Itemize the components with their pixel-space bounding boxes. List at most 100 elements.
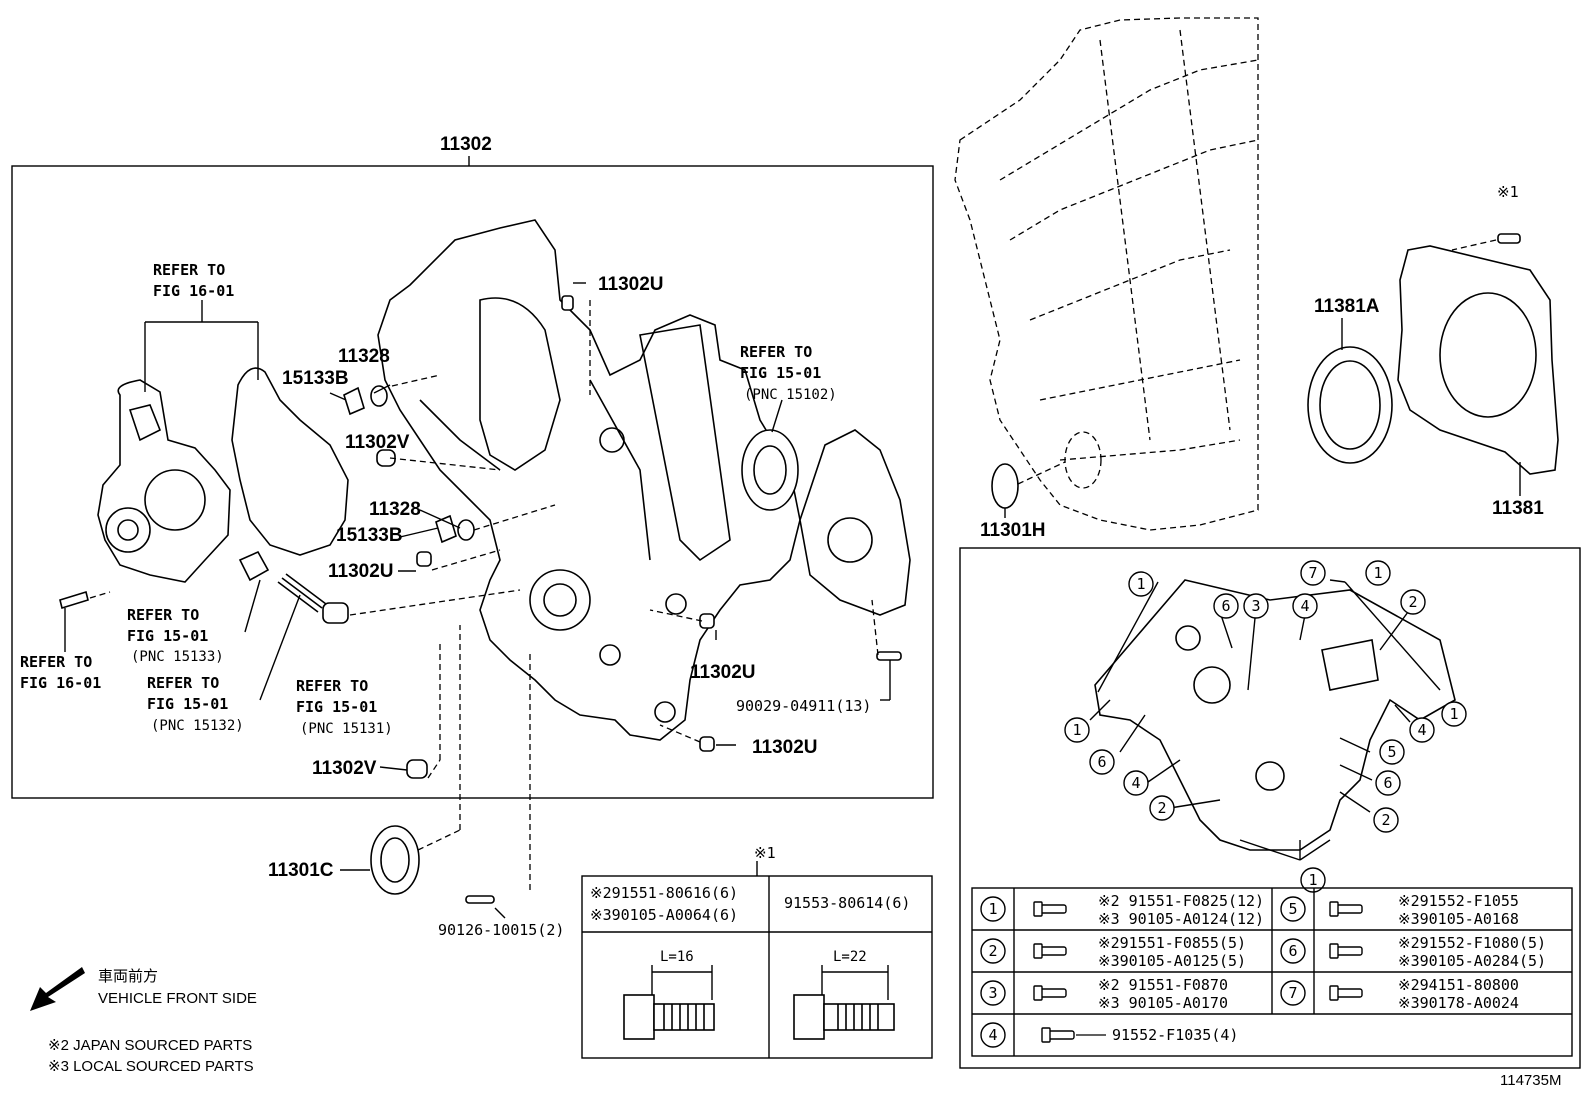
key-bolt-icon: [1047, 1030, 1075, 1040]
bolt-x1: [1497, 233, 1521, 244]
key-part-a[interactable]: ※291552-F1080(5): [1398, 934, 1546, 952]
callout-6: [1375, 770, 1401, 796]
label-11381[interactable]: 11381: [1492, 498, 1544, 519]
engine-block-outline: [954, 17, 1259, 531]
label-11328-mid[interactable]: 11328: [369, 499, 421, 520]
callout-2: [1149, 795, 1175, 821]
cover-outline-small: [1094, 579, 1456, 851]
key-circle-7: [1280, 980, 1306, 1006]
label-15133b-mid[interactable]: 15133B: [336, 525, 403, 546]
key-bolt-icon: [1039, 904, 1067, 914]
key-part-a[interactable]: ※2 91551-F0870: [1098, 976, 1228, 994]
refer-oil-pump-pnc: (PNC 15102): [744, 387, 837, 403]
refer-water-pump-line2[interactable]: FIG 16-01: [153, 282, 234, 300]
refer-15132-line2[interactable]: FIG 15-01: [147, 695, 228, 713]
refer-bolt-line1[interactable]: REFER TO: [20, 653, 92, 671]
key-bolt-icon: [1039, 988, 1067, 998]
label-11302[interactable]: 11302: [440, 134, 492, 155]
label-11302v-top[interactable]: 11302V: [345, 432, 410, 453]
key-part-a[interactable]: 91552-F1035(4): [1112, 1026, 1238, 1044]
assembly-frame: [11, 165, 934, 799]
label-11302u-mid[interactable]: 11302U: [328, 561, 394, 582]
bolt-col2[interactable]: 91553-80614(6): [784, 894, 910, 912]
callout-number: 7: [1308, 564, 1317, 582]
refer-15133-line2[interactable]: FIG 15-01: [127, 627, 208, 645]
key-part-a[interactable]: ※2 91551-F0825(12): [1098, 892, 1264, 910]
callout-number: 2: [1157, 799, 1166, 817]
refer-15132-line1[interactable]: REFER TO: [147, 674, 219, 692]
callout-1: [1441, 701, 1467, 727]
key-part-b[interactable]: ※3 90105-A0124(12): [1098, 910, 1264, 928]
key-bolt-head: [1329, 943, 1339, 959]
label-11302v-bottom[interactable]: 11302V: [312, 758, 377, 779]
label-11301h[interactable]: 11301H: [980, 520, 1046, 541]
callout-number: 3: [1251, 597, 1260, 615]
label-11302u-right[interactable]: 11302U: [690, 662, 756, 683]
label-11328-top[interactable]: 11328: [338, 346, 390, 367]
key-bolt-head: [1329, 985, 1339, 1001]
callout-number: 2: [1381, 811, 1390, 829]
callout-number: 4: [1300, 597, 1309, 615]
key-part-b[interactable]: ※3 90105-A0170: [1098, 994, 1228, 1012]
key-circle-4: [980, 1022, 1006, 1048]
refer-15131-pnc: (PNC 15131): [300, 721, 393, 737]
callout-number: 6: [1097, 753, 1106, 771]
leader-lines: [64, 282, 891, 919]
key-number: 2: [988, 942, 997, 960]
key-part-b[interactable]: ※390105-A0125(5): [1098, 952, 1246, 970]
key-bolt-head: [1033, 901, 1043, 917]
callout-4: [1123, 770, 1149, 796]
label-90126-10015[interactable]: 90126-10015(2): [438, 921, 564, 939]
bolt-col1-b[interactable]: ※390105-A0064(6): [590, 906, 738, 924]
bolt-col1-a[interactable]: ※291551-80616(6): [590, 884, 738, 902]
callout-7: [1300, 560, 1326, 586]
refer-bolt-line2[interactable]: FIG 16-01: [20, 674, 101, 692]
callout-4: [1409, 717, 1435, 743]
mark-x1-top: ※1: [1497, 183, 1519, 201]
refer-15133-line1[interactable]: REFER TO: [127, 606, 199, 624]
callout-1: [1365, 560, 1391, 586]
callout-lines: [1089, 579, 1441, 861]
key-part-b[interactable]: ※390105-A0168: [1398, 910, 1519, 928]
key-part-b[interactable]: ※390178-A0024: [1398, 994, 1519, 1012]
key-circle-6: [1280, 938, 1306, 964]
water-pump-gasket: [231, 367, 349, 556]
key-part-a[interactable]: ※291552-F1055: [1398, 892, 1519, 910]
callout-number: 1: [1308, 871, 1317, 889]
bolt-length-16: L=16: [660, 949, 694, 965]
refer-15133-pnc: (PNC 15133): [131, 649, 224, 665]
callout-number: 2: [1408, 593, 1417, 611]
refer-water-pump-line1[interactable]: REFER TO: [153, 261, 225, 279]
label-11301c[interactable]: 11301C: [268, 860, 334, 881]
bolt-key-table: [971, 887, 1573, 1057]
label-11381a[interactable]: 11381A: [1314, 296, 1380, 317]
refer-oil-pump-line1[interactable]: REFER TO: [740, 343, 812, 361]
key-part-a[interactable]: ※291551-F0855(5): [1098, 934, 1246, 952]
refer-15131-line1[interactable]: REFER TO: [296, 677, 368, 695]
key-number: 7: [1288, 984, 1297, 1002]
key-part-b[interactable]: ※390105-A0284(5): [1398, 952, 1546, 970]
timing-chain-cover: [377, 219, 801, 741]
key-part-a[interactable]: ※294151-80800: [1398, 976, 1519, 994]
callout-3: [1243, 593, 1269, 619]
label-11302u-top[interactable]: 11302U: [598, 274, 664, 295]
key-number: 6: [1288, 942, 1297, 960]
callout-number: 4: [1417, 721, 1426, 739]
label-15133b-top[interactable]: 15133B: [282, 368, 349, 389]
oil-pump-cover: [799, 429, 911, 616]
callout-5: [1379, 739, 1405, 765]
refer-oil-pump-line2[interactable]: FIG 15-01: [740, 364, 821, 382]
bolt-illustration-22: [793, 965, 895, 1040]
callout-1: [1064, 717, 1090, 743]
label-90029-04911[interactable]: 90029-04911(13): [736, 697, 871, 715]
key-number: 4: [988, 1026, 997, 1044]
label-11302u-bottom[interactable]: 11302U: [752, 737, 818, 758]
bolt-length-22: L=22: [833, 949, 867, 965]
direction-jp: 車両前方: [98, 968, 158, 985]
key-bolt-head: [1329, 901, 1339, 917]
vehicle-front-arrow: [30, 967, 85, 1011]
refer-15131-line2[interactable]: FIG 15-01: [296, 698, 377, 716]
key-circle-3: [980, 980, 1006, 1006]
direction-en: VEHICLE FRONT SIDE: [98, 990, 257, 1007]
